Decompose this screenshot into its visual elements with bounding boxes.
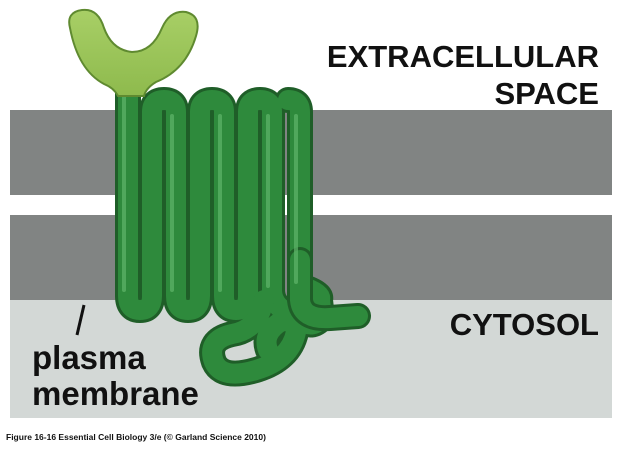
protein-chain-highlight — [122, 90, 298, 292]
membrane-label-line-2: membrane — [32, 375, 199, 412]
plasma-membrane-label: plasma membrane — [32, 340, 199, 412]
membrane-label-line-1: plasma — [32, 339, 146, 376]
intracellular-loop — [202, 290, 307, 384]
ligand-shape — [68, 8, 199, 97]
extracellular-space-label: EXTRACELLULAR SPACE — [269, 38, 599, 112]
membrane-pointer-line — [75, 304, 86, 336]
c-terminal-tail-fill — [290, 250, 368, 329]
figure-caption: Figure 16-16 Essential Cell Biology 3/e … — [6, 432, 266, 442]
cytosol-label: CYTOSOL — [449, 307, 599, 342]
receptor-protein — [115, 75, 371, 387]
extracellular-label-line-2: SPACE — [494, 76, 599, 111]
extracellular-label-line-1: EXTRACELLULAR — [326, 39, 599, 74]
ligand — [68, 8, 199, 97]
